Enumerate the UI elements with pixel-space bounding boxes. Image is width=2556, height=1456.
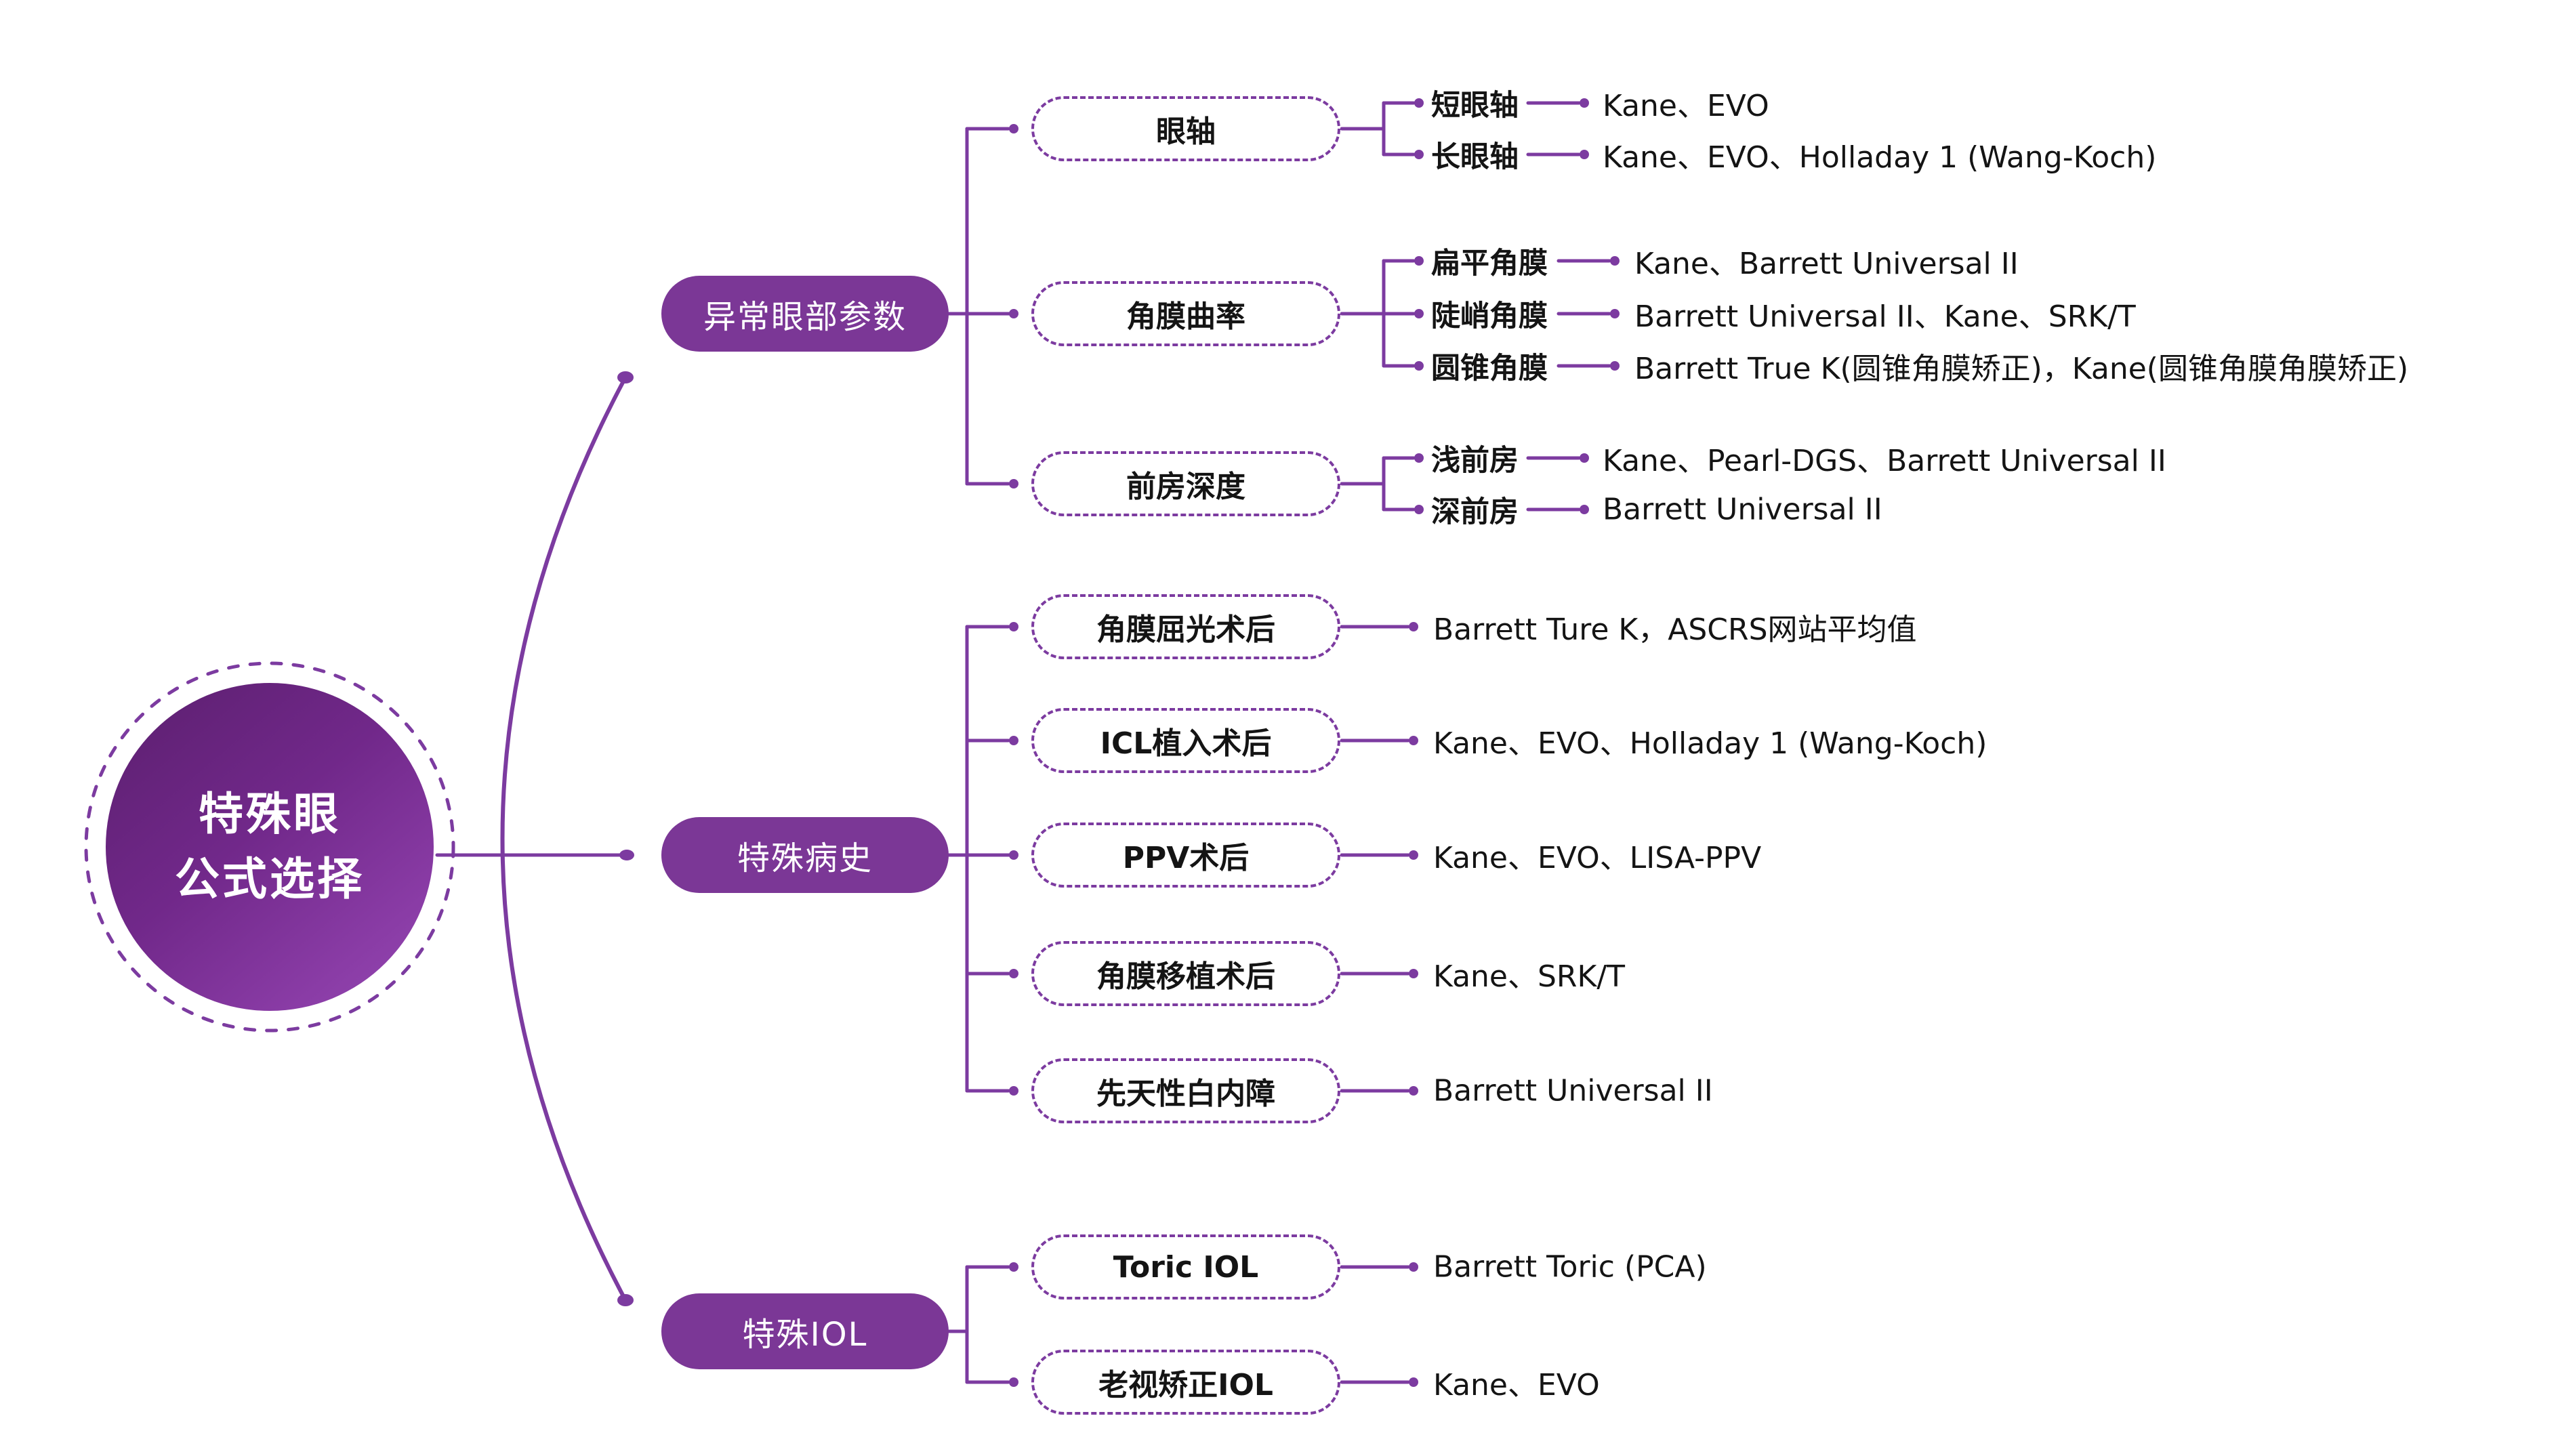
node-post-corneal-refractive-surgery: 角膜屈光术后 <box>1031 594 1340 659</box>
formula-long-axial: Kane、EVO、Holladay 1 (Wang-Koch) <box>1603 140 2157 175</box>
formula-toric-iol: Barrett Toric (PCA) <box>1433 1249 1707 1285</box>
root-connectors <box>435 371 634 1306</box>
formula-post-keratoplasty: Kane、SRK/T <box>1433 959 1626 994</box>
sublabel-long-axial: 长眼轴 <box>1431 140 1519 174</box>
sublabel-deep-ac: 深前房 <box>1431 495 1519 529</box>
node-corneal-curvature: 角膜曲率 <box>1031 281 1340 346</box>
root-node: 特殊眼 公式选择 <box>106 683 434 1011</box>
branch-b-connectors <box>947 622 1418 1096</box>
formula-shallow-ac: Kane、Pearl-DGS、Barrett Universal II <box>1603 444 2166 478</box>
sublabel-steep-cornea: 陡峭角膜 <box>1431 299 1548 333</box>
formula-flat-cornea: Kane、Barrett Universal II <box>1634 247 2019 281</box>
node-toric-iol: Toric IOL <box>1031 1234 1340 1299</box>
node-presbyopia-iol: 老视矫正IOL <box>1031 1350 1340 1415</box>
node-post-icl-implant: ICL植入术后 <box>1031 708 1340 773</box>
formula-keratoconus: Barrett True K(圆锥角膜矫正)，Kane(圆锥角膜角膜矫正) <box>1634 352 2409 386</box>
branch-special-history: 特殊病史 <box>661 817 949 893</box>
node-axial-length: 眼轴 <box>1031 96 1340 161</box>
node-congenital-cataract: 先天性白内障 <box>1031 1058 1340 1123</box>
branch-c-connectors <box>947 1262 1418 1387</box>
formula-congenital-cataract: Barrett Universal II <box>1433 1073 1713 1108</box>
formula-post-ppv: Kane、EVO、LISA-PPV <box>1433 841 1762 875</box>
sublabel-keratoconus: 圆锥角膜 <box>1431 352 1548 386</box>
root-label-line1: 特殊眼 <box>199 788 341 841</box>
root-label-line2: 公式选择 <box>175 853 365 905</box>
node-post-ppv: PPV术后 <box>1031 823 1340 888</box>
branch-a-connectors <box>947 98 1620 514</box>
formula-post-icl: Kane、EVO、Holladay 1 (Wang-Koch) <box>1433 726 1987 761</box>
branch-abnormal-eye-parameters: 异常眼部参数 <box>661 276 949 352</box>
branch-special-iol: 特殊IOL <box>661 1293 949 1369</box>
formula-post-refractive: Barrett Ture K，ASCRS网站平均值 <box>1433 612 1917 647</box>
sublabel-short-axial: 短眼轴 <box>1431 89 1519 123</box>
root-dashed-ring <box>84 661 455 1033</box>
node-post-keratoplasty: 角膜移植术后 <box>1031 941 1340 1006</box>
formula-steep-cornea: Barrett Universal II、Kane、SRK/T <box>1634 299 2136 334</box>
formula-deep-ac: Barrett Universal II <box>1603 492 1882 527</box>
sublabel-shallow-ac: 浅前房 <box>1431 444 1519 478</box>
formula-short-axial: Kane、EVO <box>1603 89 1769 123</box>
node-acd: 前房深度 <box>1031 451 1340 516</box>
sublabel-flat-cornea: 扁平角膜 <box>1431 247 1548 280</box>
formula-presbyopia-iol: Kane、EVO <box>1433 1368 1600 1402</box>
